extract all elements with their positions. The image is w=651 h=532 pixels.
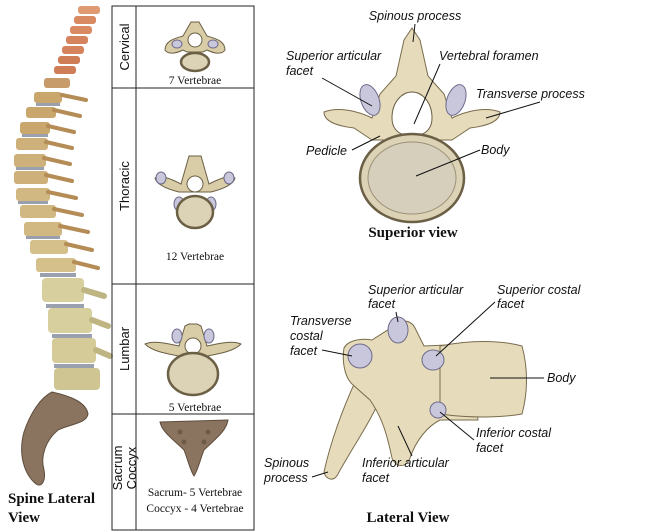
label-transverse-process: Transverse process [476,87,585,101]
spine-caption-line1: Spine Lateral [8,491,95,507]
transverse-costal-facet-shape [347,343,373,369]
vertebral-foramen-shape [391,91,433,137]
cervical-vertebra-thumbnail [164,21,226,73]
label-inferior-articular-facet-1: Inferior articular [362,456,450,470]
vertebral-arch [323,27,501,141]
label-superior-costal-facet-1: Superior costal [497,283,582,297]
region-label-lumbar: Lumbar [117,326,132,371]
thoracic-vertebra-thumbnail [154,155,236,230]
label-transverse-costal-facet-1: Transverse [290,314,352,328]
cervical-segment [54,6,100,74]
label-spinous-process-lv-1: Spinous [264,456,309,470]
label-inferior-costal-facet-1: Inferior costal [476,426,552,440]
lumbar-vertebra-thumbnail [144,323,242,397]
region-count-lumbar: 5 Vertebrae [169,402,221,414]
label-spinous-process: Spinous process [369,9,461,23]
vertebral-body-lateral [439,341,527,418]
region-count-cervical: 7 Vertebrae [169,75,221,87]
region-label-cervical: Cervical [117,23,132,70]
label-transverse-costal-facet-3: facet [290,344,318,358]
label-inferior-costal-facet-2: facet [476,441,504,455]
label-inferior-articular-facet-2: facet [362,471,390,485]
label-transverse-costal-facet-2: costal [290,329,324,343]
label-superior-articular-facet-lv-2: facet [368,297,396,311]
spine-caption-line2: View [8,510,40,526]
label-body-lateral: Body [547,371,576,385]
label-spinous-process-lv-2: process [263,471,308,485]
superior-view-title: Superior view [368,225,457,241]
lateral-view-title: Lateral View [367,510,450,526]
lumbar-segment [42,278,113,390]
region-label-thoracic: Thoracic [117,161,132,211]
label-superior-costal-facet-2: facet [497,297,525,311]
label-superior-articular-facet-sv-2: facet [286,64,314,78]
region-count-coccyx: Coccyx - 4 Vertebrae [146,503,243,515]
intervertebral-discs [16,103,94,368]
region-label-sacrum: Sacrum [110,446,125,491]
region-label-coccyx: Coccyx [124,446,139,489]
label-superior-articular-facet-lv-1: Superior articular [368,283,464,297]
region-table: Cervical Thoracic Lumbar Sacrum Coccyx 7… [110,5,255,531]
label-superior-articular-facet-sv-1: Superior articular [286,49,382,63]
superior-view-vertebra [323,27,501,224]
superior-costal-facet-shape [421,349,445,371]
spine-lateral-illustration [14,6,113,486]
thoracic-segment [14,78,100,272]
superior-articular-facet-lateral [387,316,409,344]
sacral-foramina [177,429,211,445]
label-pedicle: Pedicle [306,144,347,158]
lateral-view-vertebra [323,316,527,480]
region-count-sacrum: Sacrum- 5 Vertebrae [148,487,242,499]
region-count-thoracic: 12 Vertebrae [166,251,224,263]
superior-articular-facet-right [445,84,467,116]
sacrum-thumbnail [159,419,229,477]
sacrum-coccyx-shape [21,391,89,486]
label-vertebral-foramen: Vertebral foramen [439,49,539,63]
label-body-superior: Body [481,143,510,157]
superior-articular-facet-left [359,84,381,116]
